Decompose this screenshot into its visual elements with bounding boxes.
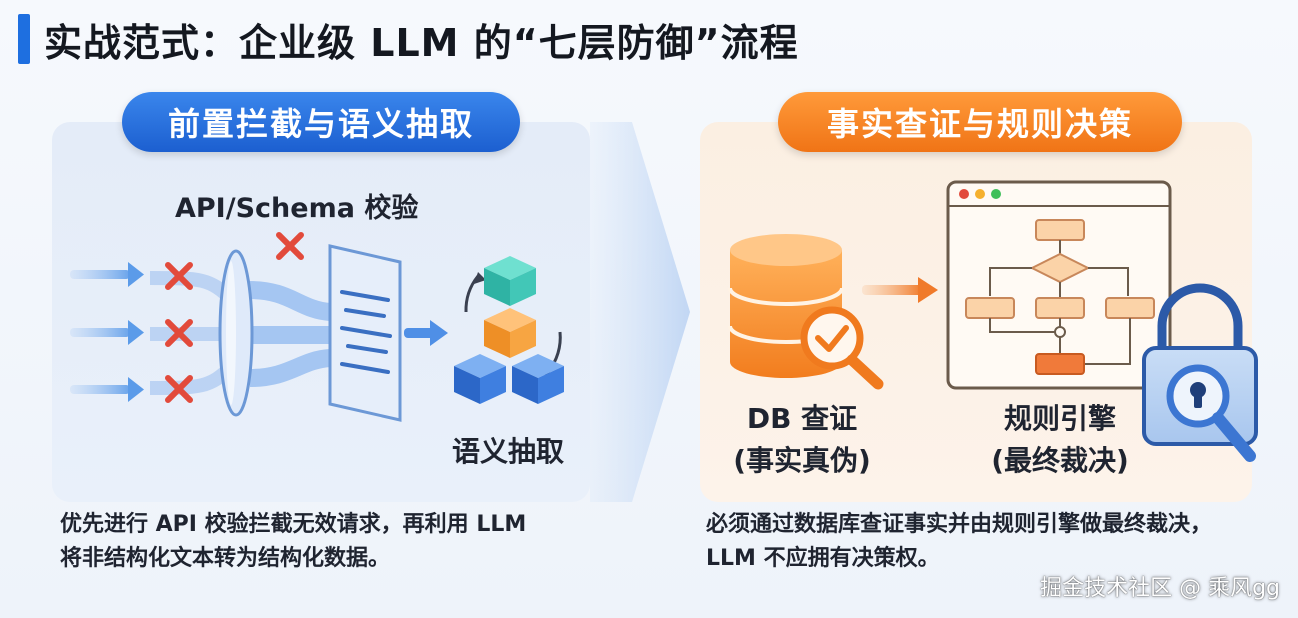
chevron-connector <box>590 122 690 502</box>
reject-x-icon <box>165 375 193 403</box>
request-arrow-icon <box>70 377 144 402</box>
right-caption-line1: 必须通过数据库查证事实并由规则引擎做最终裁决， <box>706 512 1213 537</box>
db-check-label-line2: (事实真伪) <box>733 444 871 477</box>
flow-band <box>249 349 332 387</box>
right-section-header: 事实查证与规则决策 <box>778 92 1182 152</box>
cube-stack-icon <box>454 256 564 404</box>
flowchart-window-icon <box>946 180 1172 390</box>
page-title: 实战范式：企业级 LLM 的“七层防御”流程 <box>44 21 799 65</box>
title-accent-bar <box>18 14 30 64</box>
reject-x-icon <box>165 262 193 290</box>
rule-engine-label: 规则引擎 (最终裁决) <box>980 398 1140 482</box>
arrow-right-icon <box>862 277 938 303</box>
db-check-label-line1: DB 查证 <box>746 402 858 435</box>
left-caption-line1: 优先进行 API 校验拦截无效请求，再利用 LLM <box>60 512 527 537</box>
rule-engine-label-line2: (最终裁决) <box>991 444 1129 477</box>
right-caption-line2: LLM 不应拥有决策权。 <box>706 546 940 571</box>
reject-x-icon <box>165 319 193 347</box>
schema-validation-label: API/Schema 校验 <box>175 193 419 224</box>
request-arrow-icon <box>70 320 144 345</box>
magnifier-check-icon <box>800 306 884 390</box>
document-scan-icon <box>328 244 402 422</box>
reject-x-icon <box>276 232 304 260</box>
arrow-right-icon <box>404 320 448 346</box>
request-arrow-icon <box>70 262 144 287</box>
flow-band <box>249 281 332 321</box>
left-caption-line2: 将非结构化文本转为结构化数据。 <box>60 546 391 571</box>
db-check-label: DB 查证 (事实真伪) <box>722 398 882 482</box>
semantic-extraction-label: 语义抽取 <box>452 435 565 468</box>
filter-lens-icon <box>218 249 254 417</box>
left-caption: 优先进行 API 校验拦截无效请求，再利用 LLM 将非结构化文本转为结构化数据… <box>60 508 526 576</box>
rule-engine-label-line1: 规则引擎 <box>1003 402 1116 435</box>
left-section-header: 前置拦截与语义抽取 <box>122 92 520 152</box>
padlock-icon <box>1142 283 1258 462</box>
right-caption: 必须通过数据库查证事实并由规则引擎做最终裁决， LLM 不应拥有决策权。 <box>706 508 1212 576</box>
watermark: 掘金技术社区 @ 乘风gg <box>1040 576 1280 601</box>
